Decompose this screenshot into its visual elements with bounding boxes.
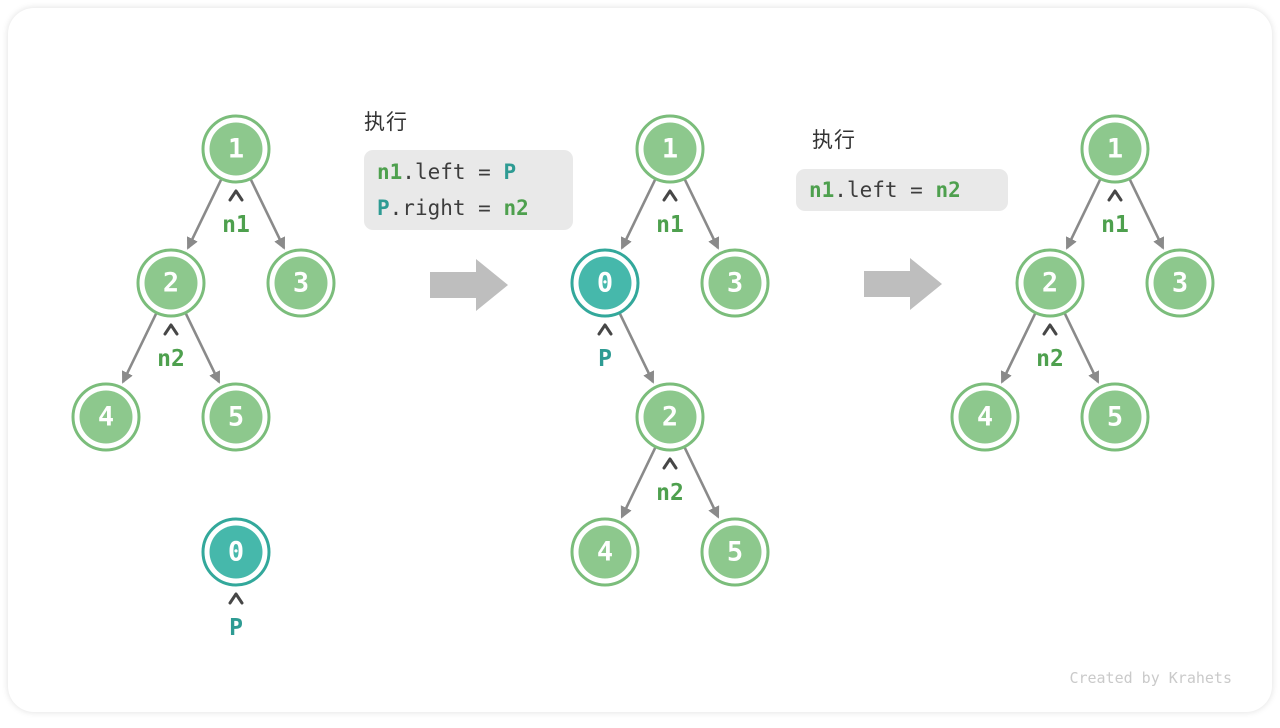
code-token: n2 bbox=[935, 178, 961, 202]
chevron-up-icon bbox=[662, 189, 678, 202]
code-block-title: 执行 bbox=[364, 111, 408, 134]
code-token: P bbox=[503, 160, 517, 184]
pointer-n1: n1 bbox=[222, 189, 250, 238]
tree-node-4: 4 bbox=[71, 382, 141, 452]
tree-node-4: 4 bbox=[570, 517, 640, 587]
chevron-up-icon bbox=[163, 323, 179, 336]
tree-node-2: 2 bbox=[136, 248, 206, 318]
pointer-n2: n2 bbox=[656, 457, 684, 506]
pointer-label: n1 bbox=[222, 212, 250, 238]
code-token: .right = bbox=[389, 196, 504, 220]
code-block-title: 执行 bbox=[812, 129, 856, 152]
tree-edge bbox=[1065, 179, 1102, 250]
pointer-n2: n2 bbox=[1036, 323, 1064, 372]
tree-edge bbox=[1063, 313, 1100, 384]
code-block: n1.left = n2 bbox=[796, 169, 1008, 211]
pointer-P: P bbox=[228, 592, 244, 641]
tree-edge bbox=[620, 447, 657, 519]
chevron-up-icon bbox=[1042, 323, 1058, 336]
pointer-label: n2 bbox=[656, 480, 684, 506]
watermark: Created by Krahets bbox=[1069, 669, 1232, 687]
node-value: 5 bbox=[1107, 402, 1123, 433]
tree-edge bbox=[121, 313, 158, 384]
node-value: 1 bbox=[662, 134, 678, 165]
tree-node-0: 0 bbox=[201, 517, 271, 587]
pointer-label: n1 bbox=[656, 212, 684, 238]
pointer-n1: n1 bbox=[1101, 189, 1129, 238]
tree-node-3: 3 bbox=[1145, 248, 1215, 318]
pointer-P: P bbox=[597, 323, 613, 372]
code-line: n1.left = n2 bbox=[809, 172, 995, 208]
node-value: 1 bbox=[228, 134, 244, 165]
tree-edge bbox=[186, 179, 223, 250]
node-value: 0 bbox=[228, 537, 244, 568]
code-token: P bbox=[377, 196, 390, 220]
node-value: 2 bbox=[1042, 268, 1058, 299]
node-value: 3 bbox=[727, 268, 743, 299]
tree-edge bbox=[184, 313, 221, 384]
chevron-up-icon bbox=[228, 189, 244, 202]
node-value: 4 bbox=[98, 402, 114, 433]
right-arrow-icon bbox=[430, 259, 508, 311]
tree-edge bbox=[1000, 313, 1037, 384]
node-value: 3 bbox=[293, 268, 309, 299]
tree-node-5: 5 bbox=[201, 382, 271, 452]
tree-node-0: 0 bbox=[570, 248, 640, 318]
tree-edge bbox=[249, 179, 286, 250]
code-token: n2 bbox=[503, 196, 529, 220]
chevron-up-icon bbox=[597, 323, 613, 336]
tree-after: 1 2 3 4 5 n1 n2 bbox=[950, 114, 1215, 452]
tree-node-1: 1 bbox=[635, 114, 705, 184]
chevron-up-icon bbox=[662, 457, 678, 470]
tree-node-2: 2 bbox=[635, 382, 705, 452]
node-value: 3 bbox=[1172, 268, 1188, 299]
tree-node-4: 4 bbox=[950, 382, 1020, 452]
pointer-label: P bbox=[598, 346, 612, 372]
code-token: n1 bbox=[377, 160, 403, 184]
pointer-label: n2 bbox=[1036, 346, 1064, 372]
tree-edge bbox=[620, 179, 657, 250]
pointer-label: n2 bbox=[157, 346, 185, 372]
tree-edge bbox=[618, 313, 655, 384]
code-line: n1.left = P bbox=[377, 154, 560, 190]
code-token: n1 bbox=[809, 178, 835, 202]
tree-node-5: 5 bbox=[700, 517, 770, 587]
node-value: 2 bbox=[163, 268, 179, 299]
node-value: 0 bbox=[597, 268, 613, 299]
node-value: 2 bbox=[662, 402, 678, 433]
tree-node-5: 5 bbox=[1080, 382, 1150, 452]
pointer-n2: n2 bbox=[157, 323, 185, 372]
chevron-up-icon bbox=[1107, 189, 1123, 202]
code-token: .left = bbox=[834, 178, 936, 202]
code-token: .left = bbox=[402, 160, 504, 184]
pointer-n1: n1 bbox=[656, 189, 684, 238]
pointer-label: P bbox=[229, 615, 243, 641]
node-value: 5 bbox=[228, 402, 244, 433]
tree-edge bbox=[1128, 179, 1165, 250]
node-value: 1 bbox=[1107, 134, 1123, 165]
pointer-label: n1 bbox=[1101, 212, 1129, 238]
code-line: P.right = n2 bbox=[377, 190, 560, 226]
node-value: 4 bbox=[597, 537, 613, 568]
chevron-up-icon bbox=[228, 592, 244, 605]
tree-node-1: 1 bbox=[201, 114, 271, 184]
tree-node-2: 2 bbox=[1015, 248, 1085, 318]
node-value: 5 bbox=[727, 537, 743, 568]
node-value: 4 bbox=[977, 402, 993, 433]
tree-edge bbox=[683, 447, 720, 519]
tree-before: 1 2 3 4 5 0 n1 n2P bbox=[71, 114, 336, 641]
tree-edge bbox=[683, 179, 720, 250]
tree-node-3: 3 bbox=[700, 248, 770, 318]
right-arrow-icon bbox=[864, 258, 942, 310]
tree-node-1: 1 bbox=[1080, 114, 1150, 184]
tree-node-3: 3 bbox=[266, 248, 336, 318]
